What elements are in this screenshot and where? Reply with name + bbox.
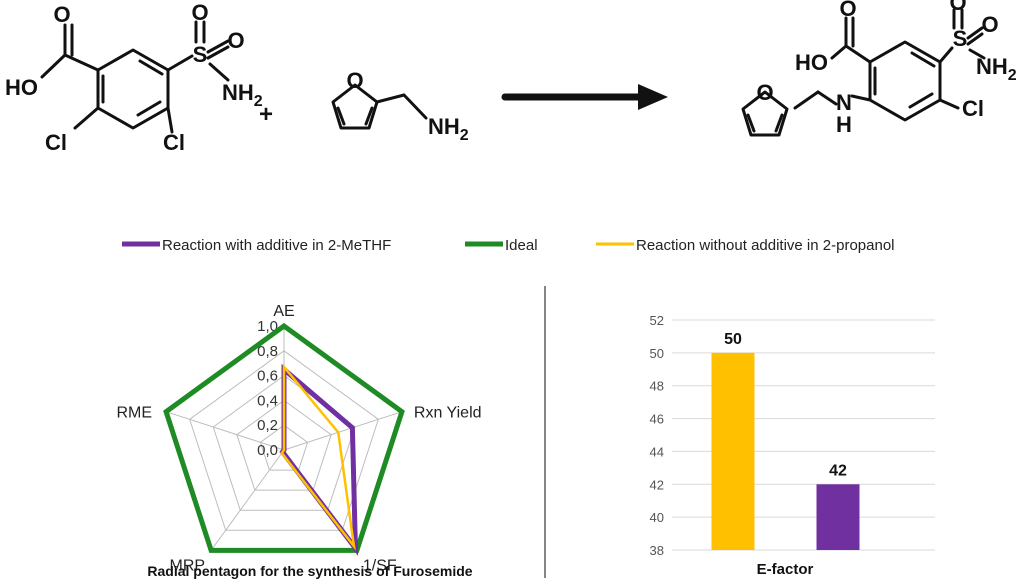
product-structure — [741, 8, 986, 137]
r1-sulfonyl-o-top: O — [191, 0, 208, 25]
bar-y-tick: 48 — [650, 379, 664, 394]
bar-data-label-1: 42 — [829, 462, 847, 479]
radar-axis-label-0: AE — [273, 303, 294, 320]
radar-axis-label-2: 1/SF — [363, 557, 397, 574]
bar-y-tick: 38 — [650, 543, 664, 558]
legend-label-2: Reaction without additive in 2-propanol — [636, 237, 895, 254]
radar-spoke-3 — [210, 449, 285, 551]
reactant-1-labels: O HO S O O NH2 Cl Cl — [5, 0, 263, 155]
radar-tick-label: 0,0 — [257, 442, 278, 459]
r1-sulfonyl-o-right: O — [227, 28, 244, 53]
radar-chart: 0,0 0,2 0,4 0,6 0,8 1,0AE Rxn Yield 1/SF MRP RME — [117, 303, 482, 574]
radar-axis-label-3: MRP — [170, 557, 206, 574]
radar-tick-label: 0,2 — [257, 417, 278, 434]
radar-series-1 — [163, 322, 405, 553]
p-sulfonyl-o-right: O — [981, 12, 998, 37]
r1-chloro-left: Cl — [45, 130, 67, 155]
radar-spoke-4 — [165, 411, 285, 451]
radar-tick-label: 0,8 — [257, 343, 278, 360]
bar-y-tick: 46 — [650, 412, 664, 427]
r1-sulfur: S — [193, 42, 208, 67]
p-furan-o: O — [756, 80, 773, 105]
bar-x-label: E-factor — [757, 561, 814, 578]
p-sulfonyl-o-top: O — [949, 0, 966, 15]
p-amine: NH2 — [976, 54, 1017, 84]
p-chloro: Cl — [962, 96, 984, 121]
r2-furan-o: O — [346, 68, 363, 93]
radar-series-2 — [280, 363, 356, 551]
reaction-arrow — [501, 84, 668, 110]
radar-spoke-1 — [283, 411, 403, 451]
r2-amine: NH2 — [428, 114, 469, 144]
p-amine-n: N — [836, 90, 852, 115]
bar-chart: 38 40 42 44 46 48 50 52 50 42E-factor — [650, 313, 935, 578]
legend-label-1: Ideal — [505, 237, 538, 254]
legend-label-0: Reaction with additive in 2-MeTHF — [162, 237, 391, 254]
p-cooh-ho: HO — [795, 50, 828, 75]
bar-y-tick: 42 — [650, 477, 664, 492]
radar-tick-label: 0,4 — [257, 392, 278, 409]
bar-1 — [816, 484, 860, 550]
reactant-2-structure — [331, 83, 428, 130]
bar-y-tick: 50 — [650, 346, 664, 361]
r1-amine: NH2 — [222, 80, 263, 110]
radar-grid-ring-1 — [259, 424, 309, 471]
radar-axis-label-4: RME — [117, 405, 153, 422]
p-amine-h: H — [836, 112, 852, 137]
radar-grid-ring-4 — [189, 350, 379, 531]
radar-tick-label: 1,0 — [257, 318, 278, 335]
bar-y-tick: 44 — [650, 444, 664, 459]
plus-sign: + — [259, 101, 273, 128]
r1-cooh-o: O — [53, 2, 70, 27]
p-sulfur: S — [953, 26, 968, 51]
bar-0 — [711, 352, 755, 550]
r1-chloro-right: Cl — [163, 130, 185, 155]
radar-axis-label-1: Rxn Yield — [414, 405, 482, 422]
reaction-scheme: O HO S O O NH2 Cl Cl + O NH2 — [5, 0, 1017, 155]
bar-data-label-0: 50 — [724, 331, 742, 348]
p-cooh-o: O — [839, 0, 856, 21]
radar-tick-label: 0,6 — [257, 368, 278, 385]
product-labels: O HO S O O NH2 O N H Cl — [756, 0, 1016, 137]
bar-y-tick: 52 — [650, 313, 664, 328]
reactant-1-structure — [40, 20, 230, 134]
radar-title: Radial pentagon for the synthesis of Fur… — [147, 563, 472, 579]
bar-y-tick: 40 — [650, 510, 664, 525]
r1-cooh-ho: HO — [5, 75, 38, 100]
legend: Reaction with additive in 2-MeTHF Ideal Re… — [122, 237, 895, 254]
radar-grid-ring-2 — [236, 399, 332, 491]
